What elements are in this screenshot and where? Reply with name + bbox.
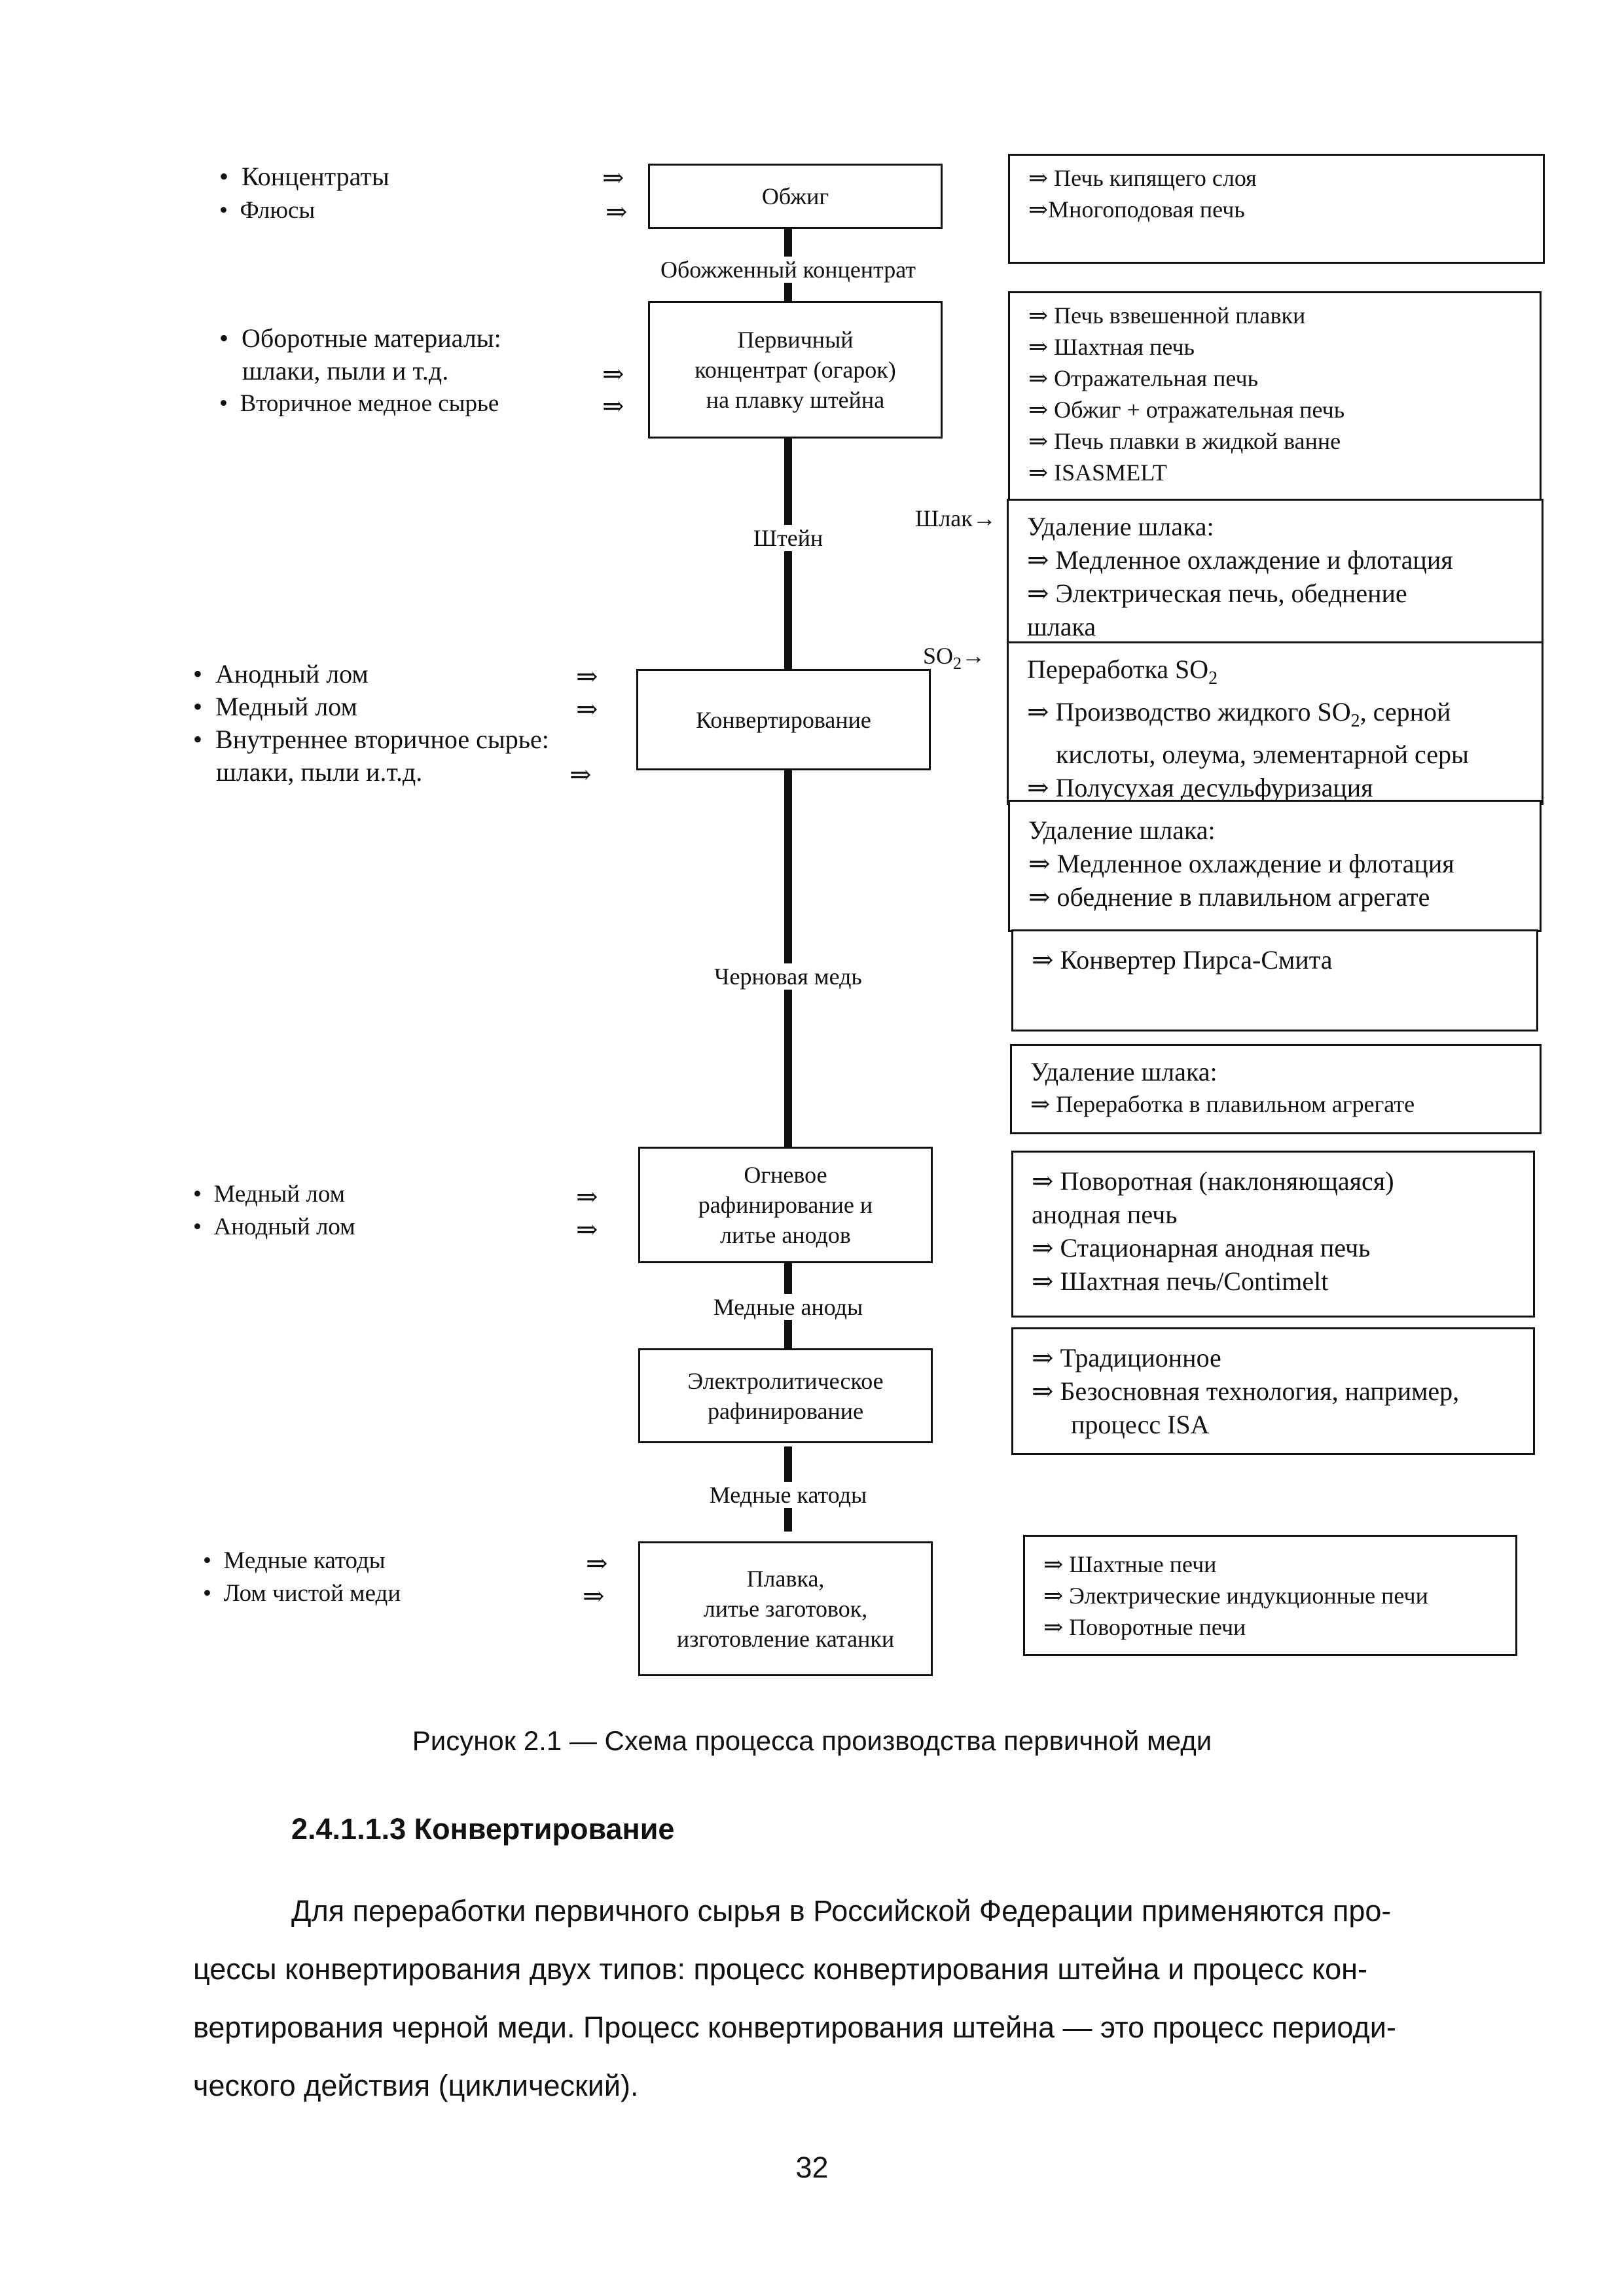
paragraph-line: цессы конвертирования двух типов: процес… xyxy=(193,1952,1368,1986)
input-item: • Медный лом xyxy=(193,1181,346,1208)
equipment-box-fire-refining: ⇒ Поворотная (наклоняющаяся) анодная печ… xyxy=(1011,1151,1535,1318)
process-box-melting: Плавка, литье заготовок, изготовление ка… xyxy=(638,1541,933,1676)
figure-caption: Рисунок 2.1 — Схема процесса производств… xyxy=(412,1725,1212,1756)
input-item: • Анодный лом xyxy=(193,1213,355,1240)
intermediate-label: Медные катоды xyxy=(576,1480,1000,1509)
input-arrow: ⇒ xyxy=(583,1581,605,1611)
input-item: • Лом чистой меди xyxy=(203,1580,401,1607)
equipment-box-melting: ⇒ Шахтные печи ⇒ Электрические индукцион… xyxy=(1023,1535,1517,1656)
input-arrow: ⇒ xyxy=(576,1215,598,1244)
input-item: • Флюсы xyxy=(219,197,316,224)
process-box-roasting: Обжиг xyxy=(648,164,943,229)
input-item: • Медные катоды xyxy=(203,1547,386,1574)
input-item: • Концентраты xyxy=(219,162,389,191)
intermediate-label: Медные аноды xyxy=(576,1293,1000,1321)
equipment-box-so2-processing: Переработка SO2 ⇒ Производство жидкого S… xyxy=(1007,641,1543,805)
equipment-box-roasting: ⇒ Печь кипящего слоя ⇒Многоподовая печь xyxy=(1008,154,1545,264)
equipment-box-electrolysis: ⇒ Традиционное ⇒ Безосновная технология,… xyxy=(1011,1327,1535,1455)
input-arrow: ⇒ xyxy=(586,1549,608,1578)
paragraph-line: Для переработки первичного сырья в Росси… xyxy=(291,1894,1392,1928)
input-arrow: ⇒ xyxy=(576,1182,598,1211)
body-paragraph: Для переработки первичного сырья в Росси… xyxy=(193,1882,1545,2115)
equipment-box-slag-removal-2: Удаление шлака: ⇒ Медленное охлаждение и… xyxy=(1008,800,1542,932)
equipment-box-slag-removal-3: Удаление шлака: ⇒ Переработка в плавильн… xyxy=(1010,1044,1542,1134)
input-item: шлаки, пыли и т.д. xyxy=(242,356,449,386)
process-box-converting: Конвертирование xyxy=(636,669,931,770)
input-item: • Внутреннее вторичное сырье: xyxy=(193,725,549,754)
paragraph-line: ческого действия (циклический). xyxy=(193,2069,639,2102)
input-arrow: ⇒ xyxy=(569,760,592,789)
intermediate-label: Обожженный концентрат xyxy=(576,255,1000,284)
input-arrow: ⇒ xyxy=(576,662,598,691)
slag-output-label: Шлак→ xyxy=(915,505,996,531)
equipment-box-slag-removal-1: Удаление шлака: ⇒ Медленное охлаждение и… xyxy=(1007,499,1543,644)
input-item: шлаки, пыли и.т.д. xyxy=(216,757,423,787)
input-item: • Анодный лом xyxy=(193,659,369,689)
process-box-primary-concentrate: Первичный концентрат (огарок) на плавку … xyxy=(648,301,943,439)
equipment-box-smelting: ⇒ Печь взвешенной плавки ⇒ Шахтная печь … xyxy=(1008,291,1542,502)
equipment-box-converter: ⇒ Конвертер Пирса-Смита xyxy=(1011,929,1538,1031)
page-number: 32 xyxy=(795,2151,829,2184)
intermediate-label: Черновая медь xyxy=(576,962,1000,991)
input-arrow: ⇒ xyxy=(605,197,628,226)
paragraph-line: вертирования черной меди. Процесс конвер… xyxy=(193,2011,1396,2044)
flow-line xyxy=(784,439,792,1325)
input-item: • Медный лом xyxy=(193,692,357,721)
input-arrow: ⇒ xyxy=(602,359,624,389)
input-arrow: ⇒ xyxy=(576,694,598,724)
input-arrow: ⇒ xyxy=(602,163,624,192)
input-item: • Вторичное медное сырье xyxy=(219,390,499,417)
input-arrow: ⇒ xyxy=(602,391,624,421)
process-box-fire-refining: Огневое рафинирование и литье анодов xyxy=(638,1147,933,1263)
section-heading: 2.4.1.1.3 Конвертирование xyxy=(291,1812,675,1846)
intermediate-label: Штейн xyxy=(576,524,1000,552)
input-item: • Оборотные материалы: xyxy=(219,323,501,353)
so2-output-label: SO2→ xyxy=(923,643,986,673)
process-box-electrolytic-refining: Электролитическое рафинирование xyxy=(638,1348,933,1443)
